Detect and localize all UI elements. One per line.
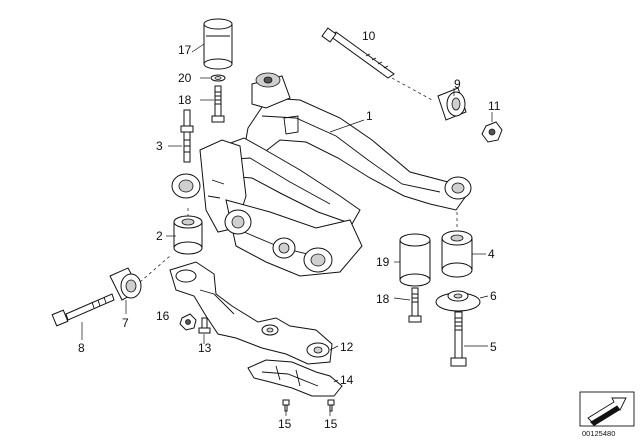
part-14-heat-shield bbox=[247, 359, 343, 397]
leader-lines bbox=[81, 43, 493, 416]
callout-5: 5 bbox=[490, 340, 497, 354]
part-9-bushing bbox=[437, 87, 467, 121]
callout-19: 19 bbox=[376, 255, 390, 269]
part-18-bolt-lower bbox=[408, 287, 422, 323]
callout-2: 2 bbox=[156, 229, 163, 243]
callout-16: 16 bbox=[156, 309, 170, 323]
callout-14: 14 bbox=[340, 373, 354, 387]
callout-10: 10 bbox=[362, 29, 376, 43]
callout-12: 12 bbox=[340, 340, 354, 354]
part-7-bushing bbox=[109, 267, 142, 301]
part-4-bushing bbox=[441, 230, 473, 278]
part-6-plate bbox=[435, 290, 481, 312]
part-15-screw-right bbox=[327, 399, 335, 412]
callout-8: 8 bbox=[78, 341, 85, 355]
callout-20: 20 bbox=[178, 71, 192, 85]
callout-9: 9 bbox=[454, 77, 461, 91]
part-17-top-mount bbox=[203, 18, 233, 70]
callout-11: 11 bbox=[488, 99, 501, 113]
part-10-long-bolt bbox=[321, 27, 395, 79]
rear-axle-subframe bbox=[171, 72, 472, 277]
callout-17: 17 bbox=[178, 43, 192, 57]
callout-15-right: 15 bbox=[324, 417, 338, 431]
part-11-nut bbox=[481, 121, 503, 143]
part-18-bolt-upper bbox=[211, 85, 225, 123]
part-3-stud bbox=[180, 109, 194, 163]
callout-6: 6 bbox=[490, 289, 497, 303]
callout-13: 13 bbox=[198, 341, 212, 355]
orientation-arrow-icon bbox=[579, 391, 635, 427]
callout-4: 4 bbox=[488, 247, 495, 261]
part-16-nut bbox=[179, 313, 197, 331]
callout-1: 1 bbox=[366, 109, 373, 123]
diagram-number: 00125480 bbox=[582, 429, 616, 438]
part-19-mount bbox=[399, 233, 431, 287]
callout-3: 3 bbox=[156, 139, 163, 153]
callout-18-upper: 18 bbox=[178, 93, 192, 107]
callout-7: 7 bbox=[122, 316, 129, 330]
part-5-bolt bbox=[450, 311, 467, 367]
part-15-screw-left bbox=[282, 399, 290, 412]
callout-18-lower: 18 bbox=[376, 292, 390, 306]
part-13-screw bbox=[198, 317, 211, 334]
part-8-bolt bbox=[51, 293, 115, 327]
callout-15-left: 15 bbox=[278, 417, 292, 431]
part-2-bushing bbox=[173, 215, 203, 255]
part-12-bracket bbox=[169, 261, 333, 365]
